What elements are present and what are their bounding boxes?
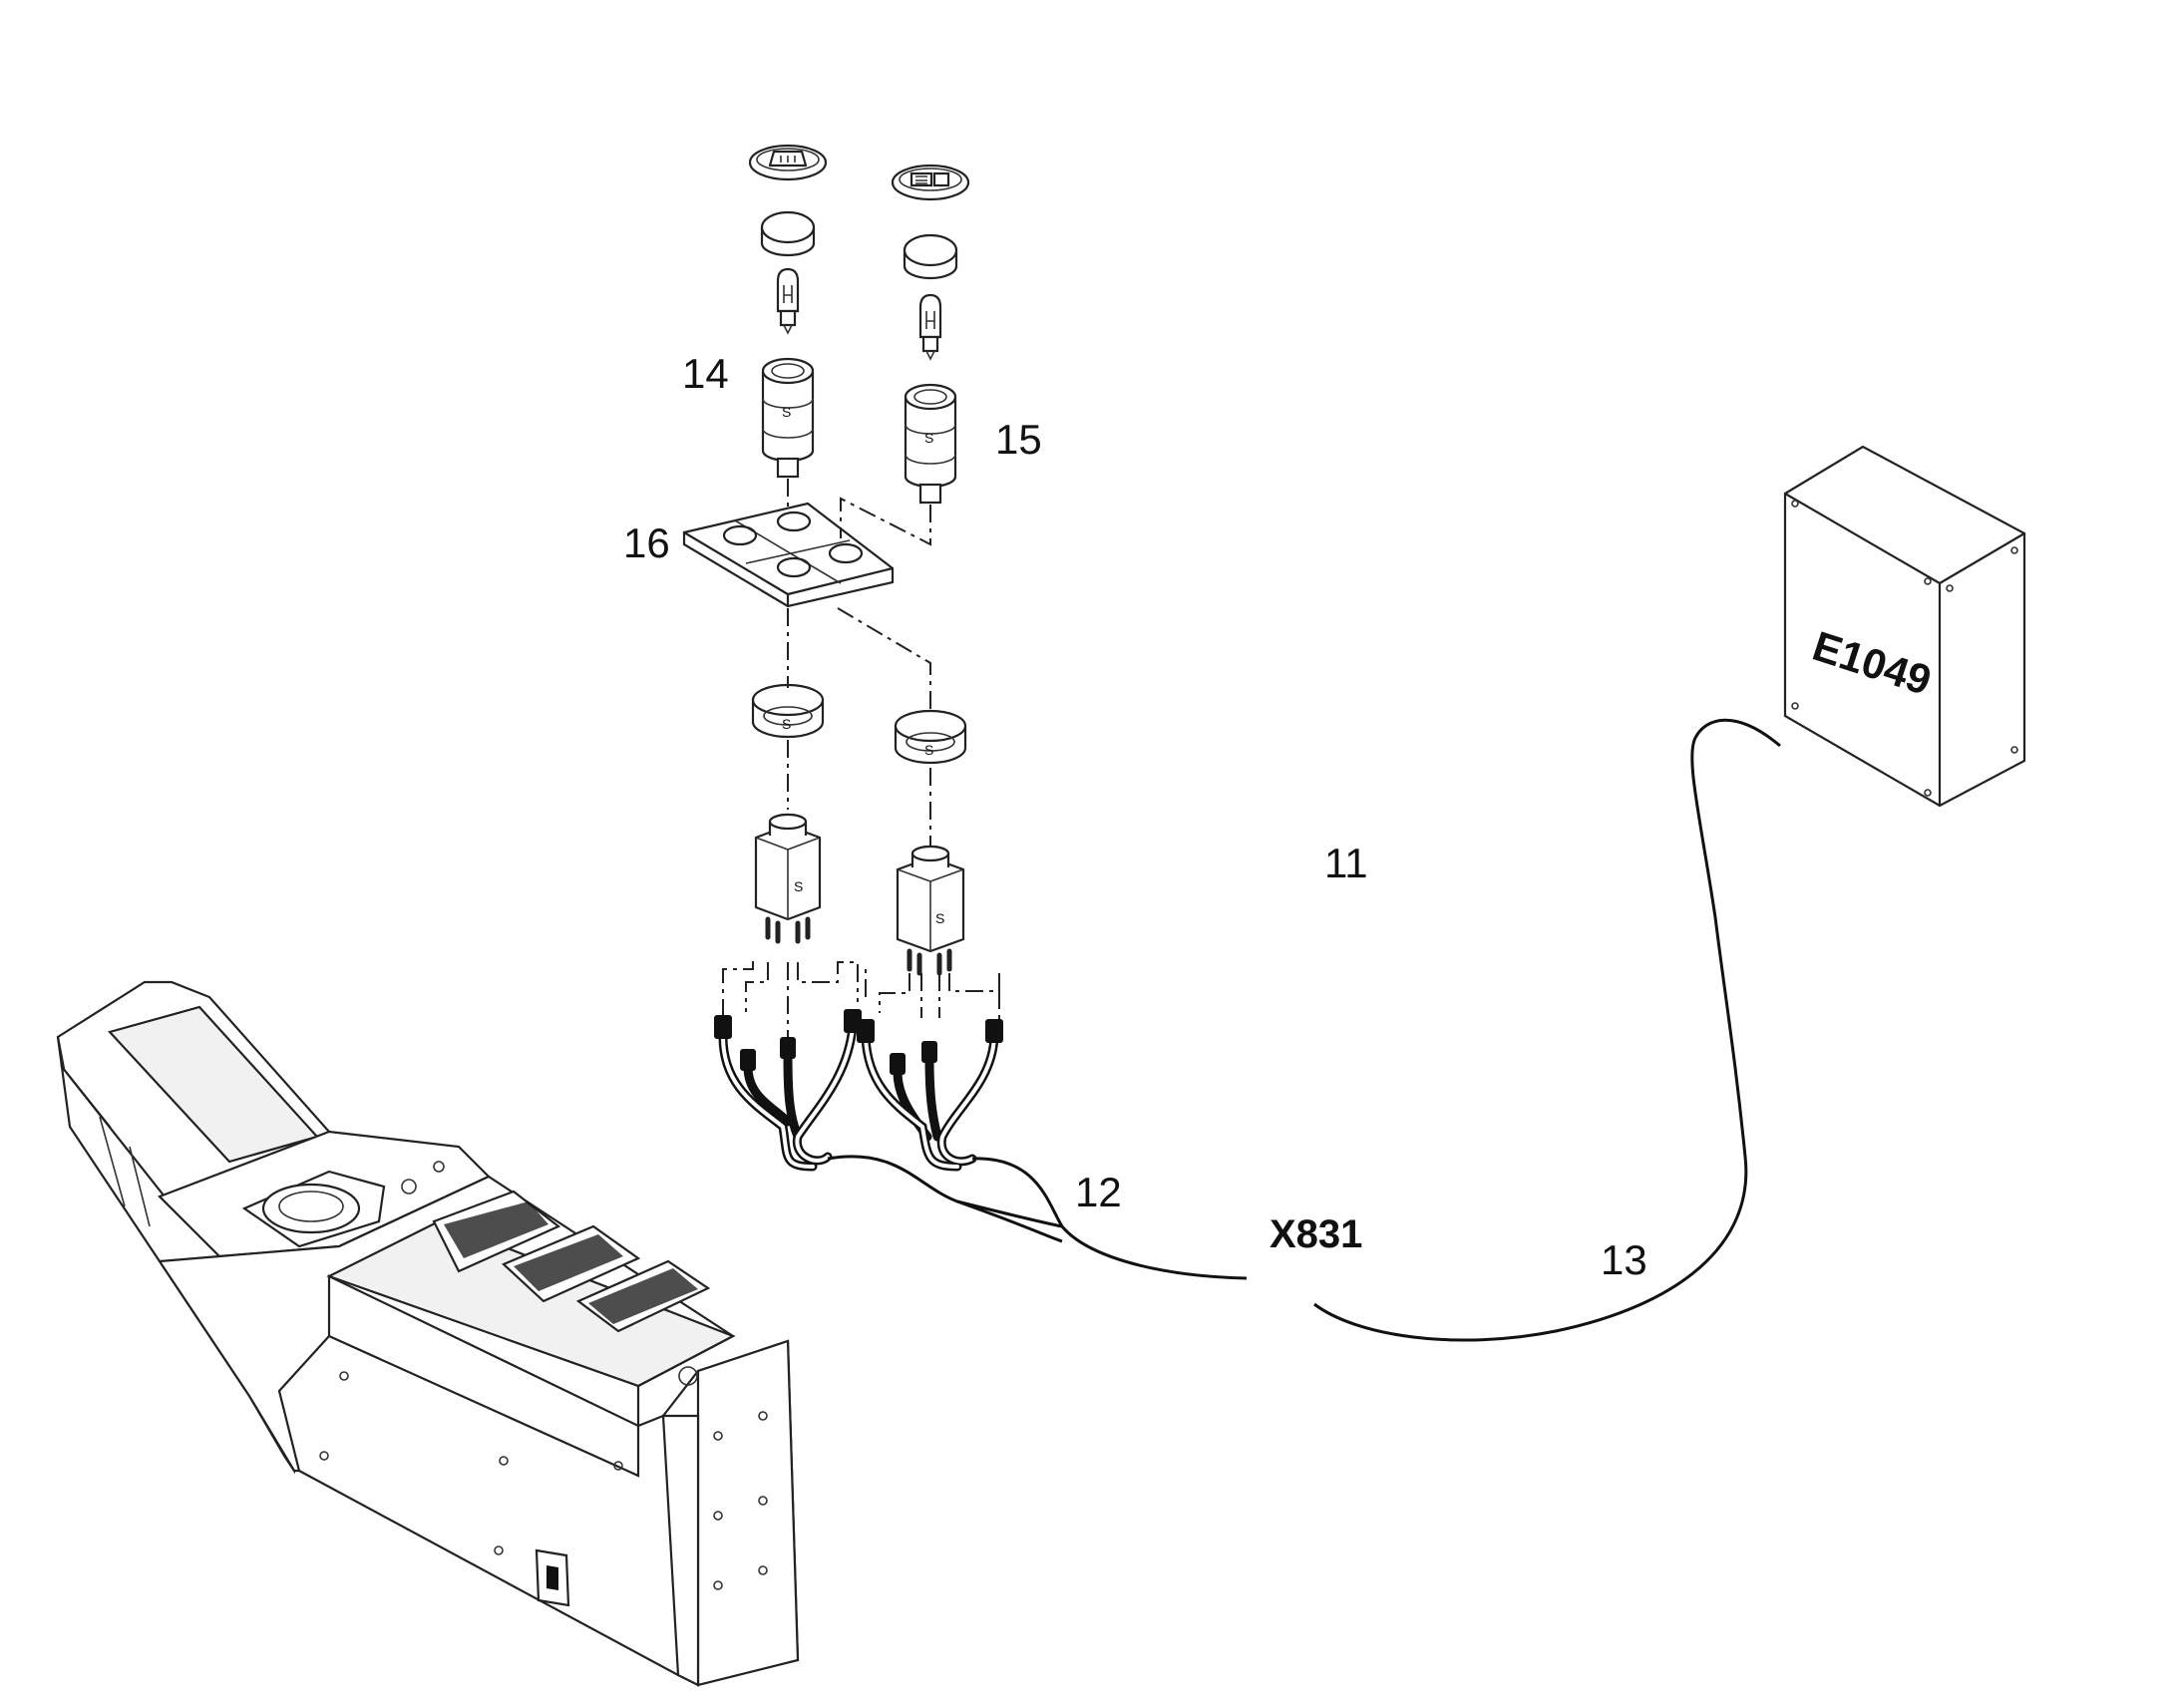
mounting-plate-16	[682, 502, 895, 608]
switch-assembly-15	[891, 164, 970, 976]
assembly-centerlines	[722, 479, 1000, 1047]
bezel-ring-15	[894, 709, 967, 765]
cable-13	[1313, 718, 1781, 1342]
callout-14: 14	[682, 350, 729, 397]
bulb-15	[918, 293, 942, 361]
callout-labels: 11 12 13 14 15 16 X831	[623, 350, 1647, 1283]
switch-mark-s-6: S	[935, 910, 944, 926]
switch-mark-s-1: S	[782, 404, 791, 420]
bulb-14	[776, 267, 800, 335]
callout-16: 16	[623, 519, 670, 566]
switch-assembly-14	[748, 144, 828, 944]
callout-15: 15	[995, 416, 1042, 463]
switch-body-15	[904, 383, 957, 505]
symbol-cap-heated-seat	[891, 164, 970, 201]
callout-13: 13	[1601, 1236, 1647, 1283]
switch-marks: S S S S S S	[782, 404, 944, 926]
control-box-e1049: E1049	[1783, 445, 2026, 808]
switch-body-14	[761, 357, 815, 479]
callout-12: 12	[1075, 1169, 1122, 1215]
switch-mark-s-2: S	[924, 430, 933, 446]
symbol-cap-rear-defrost	[748, 144, 828, 181]
callout-11: 11	[1324, 840, 1368, 886]
center-console	[56, 980, 800, 1687]
switch-mark-s-3: S	[782, 716, 791, 732]
button-knob-14	[760, 210, 816, 257]
wiring-harness-12	[714, 1009, 1248, 1280]
connector-label-x831: X831	[1270, 1212, 1362, 1256]
switch-mark-s-5: S	[794, 878, 803, 894]
button-knob-15	[903, 233, 958, 280]
switch-block-15	[896, 845, 965, 976]
switch-block-14	[754, 813, 822, 944]
switch-mark-s-4: S	[924, 742, 933, 758]
